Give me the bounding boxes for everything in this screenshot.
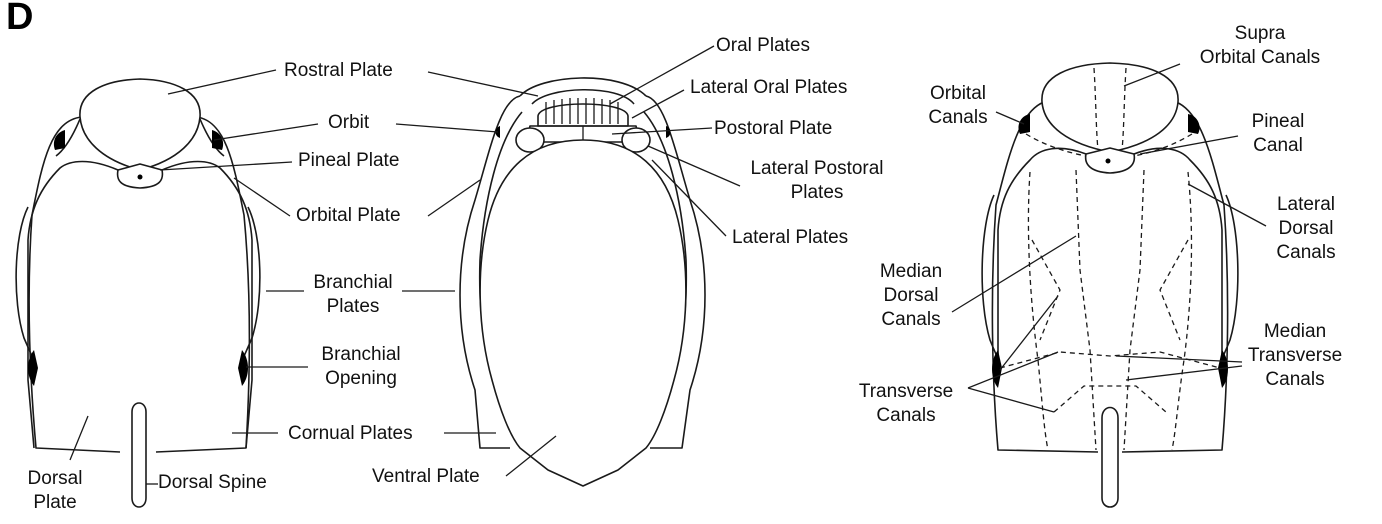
label-transverse-canals: Transverse Canals [840,380,972,428]
leader-lateral-dorsal-canals [1188,184,1266,226]
label-median-dorsal-canals-line-3: Canals [866,308,956,332]
leader-orbit-mid [396,124,498,132]
branchial-opening-right [238,350,248,386]
label-pineal-canal-line-1: Pineal [1236,110,1320,134]
leader-pineal-canal [1140,136,1238,154]
pineal-dot [138,175,143,180]
label-cornual-plates: Cornual Plates [288,422,413,446]
label-branchial-opening: Branchial Opening [308,343,414,391]
leader-orbital-canals [996,112,1024,124]
dorsal-spine-outline [132,403,146,507]
oral-plates-outline [538,104,628,126]
leader-transverse-canals-1 [968,352,1058,388]
label-orbital-canals: Orbital Canals [916,82,1000,130]
label-median-dorsal-canals-line-2: Dorsal [866,284,956,308]
oral-arch-inner [532,90,634,104]
leader-median-dorsal-canals-1 [952,236,1076,312]
orbit-ventral-right [666,126,671,138]
label-median-dorsal-canals: Median Dorsal Canals [866,260,956,332]
label-lateral-postoral-plates-line-1: Lateral Postoral [734,157,900,181]
label-lateral-dorsal-canals: Lateral Dorsal Canals [1264,193,1348,265]
label-median-dorsal-canals-line-1: Median [866,260,956,284]
oral-plates-teeth [546,98,618,124]
orbital-canal-left-mark [1018,114,1030,134]
label-pineal-canal: Pineal Canal [1236,110,1320,158]
label-lateral-dorsal-canals-line-2: Dorsal [1264,217,1348,241]
canal-pineal-dot [1106,159,1111,164]
label-lateral-dorsal-canals-line-1: Lateral [1264,193,1348,217]
label-pineal-plate: Pineal Plate [298,149,399,173]
label-orbital-canals-line-1: Orbital [916,82,1000,106]
label-supra-orbital-canals-line-2: Orbital Canals [1180,46,1340,70]
canal-dorsal-spine [1102,408,1118,508]
label-ventral-plate: Ventral Plate [372,465,480,489]
label-oral-plates: Oral Plates [716,34,810,58]
rostral-plate-outline [80,79,200,170]
orbital-canal-right-mark [1188,114,1200,134]
label-rostral-plate: Rostral Plate [284,59,393,83]
label-median-transverse-canals-line-2: Transverse [1240,344,1350,368]
label-dorsal-plate: Dorsal Plate [14,467,96,515]
label-lateral-oral-plates: Lateral Oral Plates [690,76,847,100]
leader-lateral-oral-plates [632,90,684,118]
ventral-view-drawing [396,46,740,486]
label-lateral-plates: Lateral Plates [732,226,848,250]
leader-rostral-plate [168,70,276,94]
branchial-plate-left [16,207,36,366]
zigzag-canals-dashed [1032,240,1188,340]
leader-rostral-to-mid [428,72,538,96]
label-pineal-canal-line-2: Canal [1236,134,1320,158]
leader-median-dorsal-canals-2 [1000,296,1058,370]
label-transverse-canals-line-2: Canals [840,404,972,428]
ventral-plate-outline [480,140,686,486]
label-orbit: Orbit [328,111,369,135]
label-transverse-canals-line-1: Transverse [840,380,972,404]
label-lateral-dorsal-canals-line-3: Canals [1264,241,1348,265]
label-orbital-plate: Orbital Plate [296,204,401,228]
label-branchial-opening-line-1: Branchial [308,343,414,367]
oral-arch-outline [520,78,646,96]
label-dorsal-plate-line-1: Dorsal [14,467,96,491]
label-branchial-plates: Branchial Plates [304,271,402,319]
label-supra-orbital-canals-line-1: Supra [1180,22,1340,46]
label-median-transverse-canals-line-1: Median [1240,320,1350,344]
label-median-transverse-canals: Median Transverse Canals [1240,320,1350,392]
panel-letter: D [6,0,33,39]
label-lateral-postoral-plates: Lateral Postoral Plates [734,157,900,205]
leader-orbit-left [214,124,318,140]
label-branchial-opening-line-2: Opening [308,367,414,391]
label-branchial-plates-line-2: Plates [304,295,402,319]
label-lateral-postoral-plates-line-2: Plates [734,181,900,205]
label-dorsal-spine: Dorsal Spine [158,471,267,495]
label-orbital-canals-line-2: Canals [916,106,1000,130]
label-postoral-plate: Postoral Plate [714,117,832,141]
orbit-left [54,130,65,150]
label-branchial-plates-line-1: Branchial [304,271,402,295]
label-dorsal-plate-line-2: Plate [14,491,96,515]
dorsal-view-drawing [16,70,318,507]
label-median-transverse-canals-line-3: Canals [1240,368,1350,392]
label-supra-orbital-canals: Supra Orbital Canals [1180,22,1340,70]
leader-dorsal-plate [70,416,88,460]
canal-rostral-outline [1042,63,1178,152]
